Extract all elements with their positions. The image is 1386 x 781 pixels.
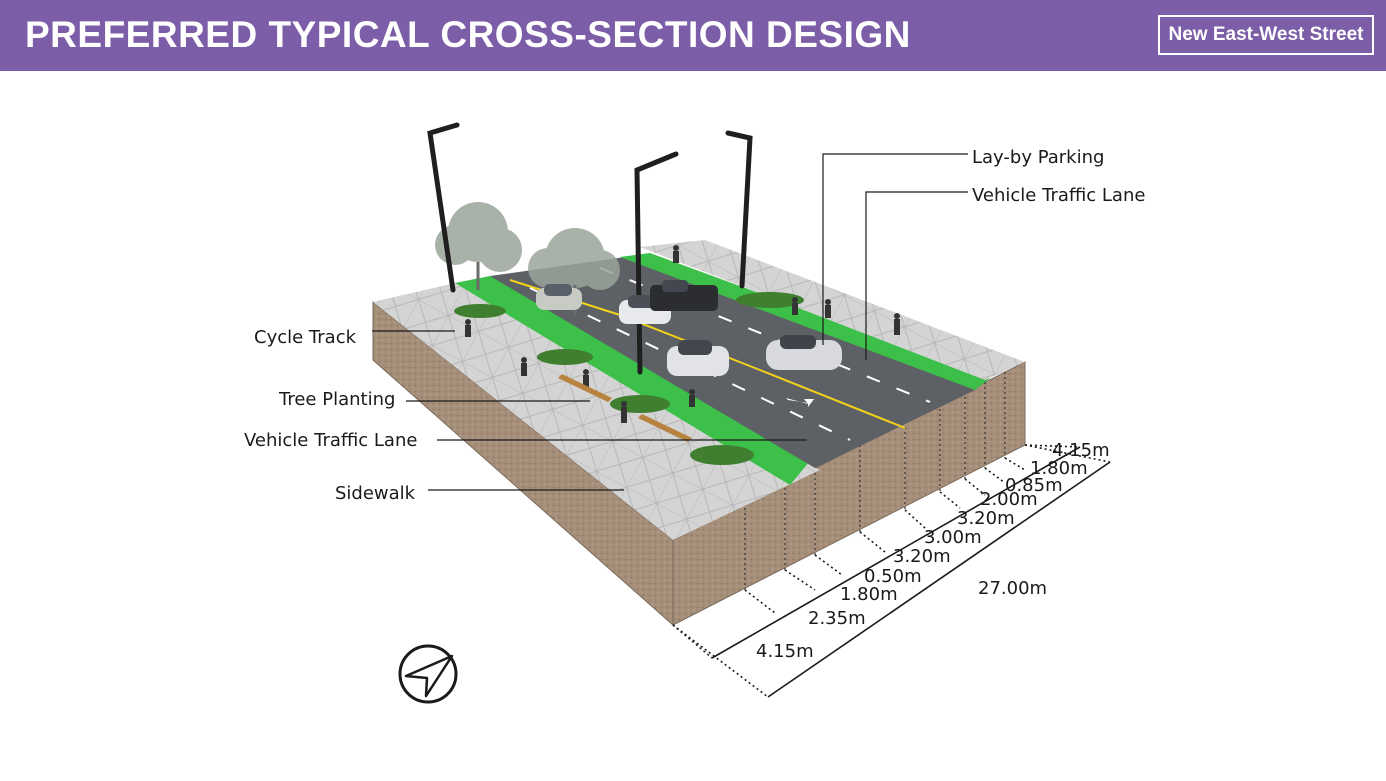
pedestrians — [465, 245, 900, 423]
dimension-tree-planting: 2.35m — [808, 608, 866, 629]
header-bar: PREFERRED TYPICAL CROSS-SECTION DESIGN N… — [0, 0, 1386, 71]
near-cycle-track — [455, 276, 815, 485]
page-title: PREFERRED TYPICAL CROSS-SECTION DESIGN — [25, 14, 911, 55]
dimension-far-cycle-track: 1.80m — [1030, 458, 1088, 479]
dimension-vehicle-lane-right: 3.20m — [957, 508, 1015, 529]
dimension-far-sidewalk: 4.15m — [1052, 440, 1110, 461]
car-4 — [766, 335, 842, 370]
car-1 — [536, 284, 582, 310]
dimension-lines — [672, 444, 1111, 698]
dimension-buffer: 0.85m — [1005, 475, 1063, 496]
roadway — [490, 255, 975, 468]
dimension-median: 3.00m — [924, 527, 982, 548]
street-trees — [435, 202, 620, 315]
label-sidewalk: Sidewalk — [335, 483, 416, 504]
dimension-total-width: 27.00m — [978, 578, 1047, 599]
cross-section-diagram: Lay-by Parking Vehicle Traffic Lane Cycl… — [244, 122, 1145, 704]
dimension-vehicle-lane-left: 3.20m — [893, 546, 951, 567]
turn-arrow — [786, 398, 814, 407]
far-sidewalk — [640, 240, 1025, 380]
dimension-near-sidewalk: 4.15m — [756, 641, 814, 662]
dimension-lay-by-parking: 2.00m — [980, 489, 1038, 510]
dimension-near-cycle-track: 1.80m — [840, 584, 898, 605]
label-cycle-track: Cycle Track — [254, 327, 357, 348]
dimension-near-buffer: 0.50m — [864, 566, 922, 587]
street-name-badge: New East-West Street — [1158, 15, 1374, 55]
near-sidewalk — [373, 283, 820, 540]
label-lay-by-parking: Lay-by Parking — [972, 147, 1104, 168]
label-vehicle-traffic-lane-left: Vehicle Traffic Lane — [244, 430, 417, 451]
north-arrow-icon — [398, 644, 458, 704]
street-surface — [373, 240, 1025, 540]
car-3 — [667, 340, 729, 376]
leader-lines — [372, 153, 968, 491]
label-vehicle-traffic-lane-right: Vehicle Traffic Lane — [972, 185, 1145, 206]
benches — [558, 374, 692, 442]
vehicles — [536, 280, 842, 376]
label-tree-planting: Tree Planting — [278, 389, 395, 410]
truck — [650, 280, 718, 311]
